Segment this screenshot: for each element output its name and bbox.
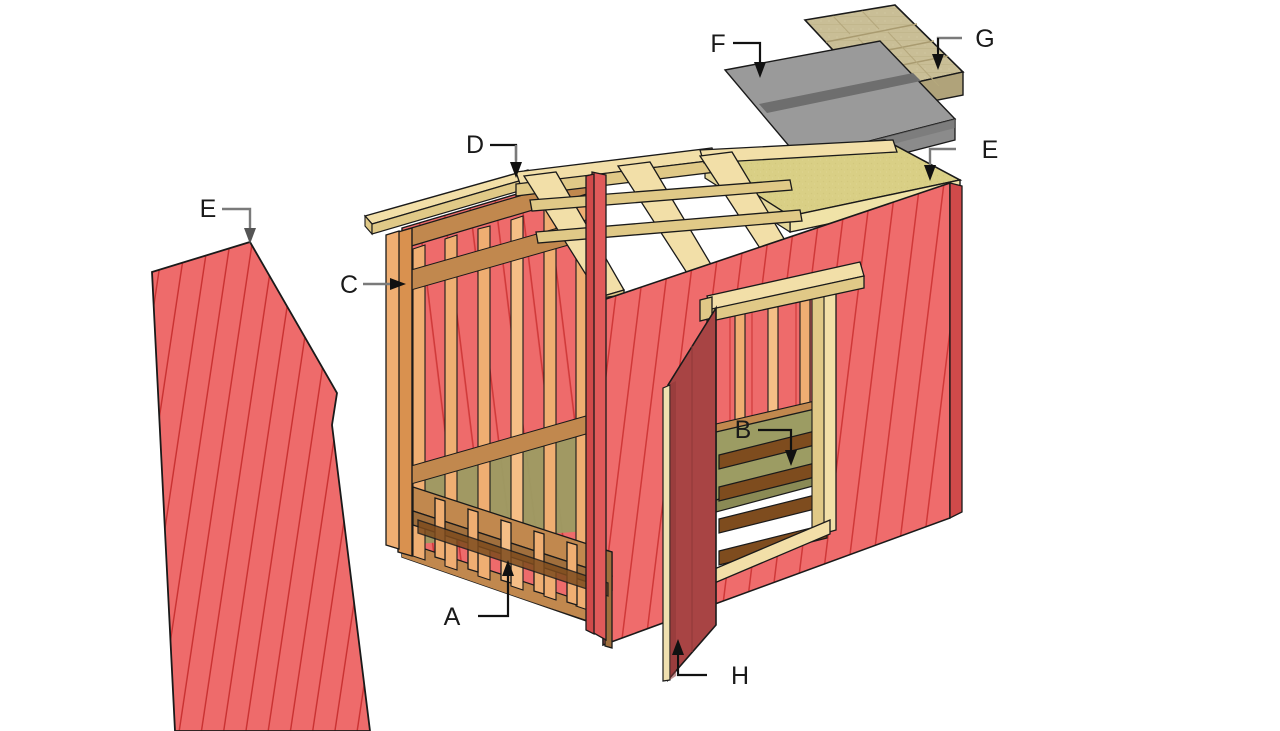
loose-siding-panel-E — [151, 240, 371, 731]
callout-G: G — [932, 25, 995, 70]
callout-label-E-right: E — [982, 136, 999, 164]
callout-label-B: B — [735, 416, 752, 444]
callout-B: B — [735, 416, 797, 466]
callout-label-E-left: E — [200, 195, 217, 223]
door-header-beam — [699, 261, 865, 323]
shed-door-H — [662, 305, 717, 683]
front-left-corner-post — [585, 171, 607, 642]
callout-A: A — [444, 560, 514, 631]
door-opening — [711, 284, 837, 585]
callout-layer: A B C D — [200, 25, 999, 690]
floor-frame-A — [412, 486, 613, 649]
callout-C: C — [340, 271, 406, 299]
callout-E-left: E — [200, 195, 256, 244]
callout-label-D: D — [466, 131, 484, 159]
callout-D: D — [466, 131, 522, 178]
callout-label-F: F — [710, 30, 725, 58]
back-wall-studs — [402, 171, 598, 625]
callout-label-H: H — [731, 662, 749, 690]
callout-label-C: C — [340, 271, 358, 299]
callout-label-G: G — [975, 25, 994, 53]
callout-E-right: E — [924, 136, 998, 181]
callout-H: H — [672, 639, 749, 690]
callout-label-A: A — [444, 603, 461, 631]
callout-F: F — [710, 30, 766, 78]
left-wall-frame-C — [363, 169, 538, 557]
